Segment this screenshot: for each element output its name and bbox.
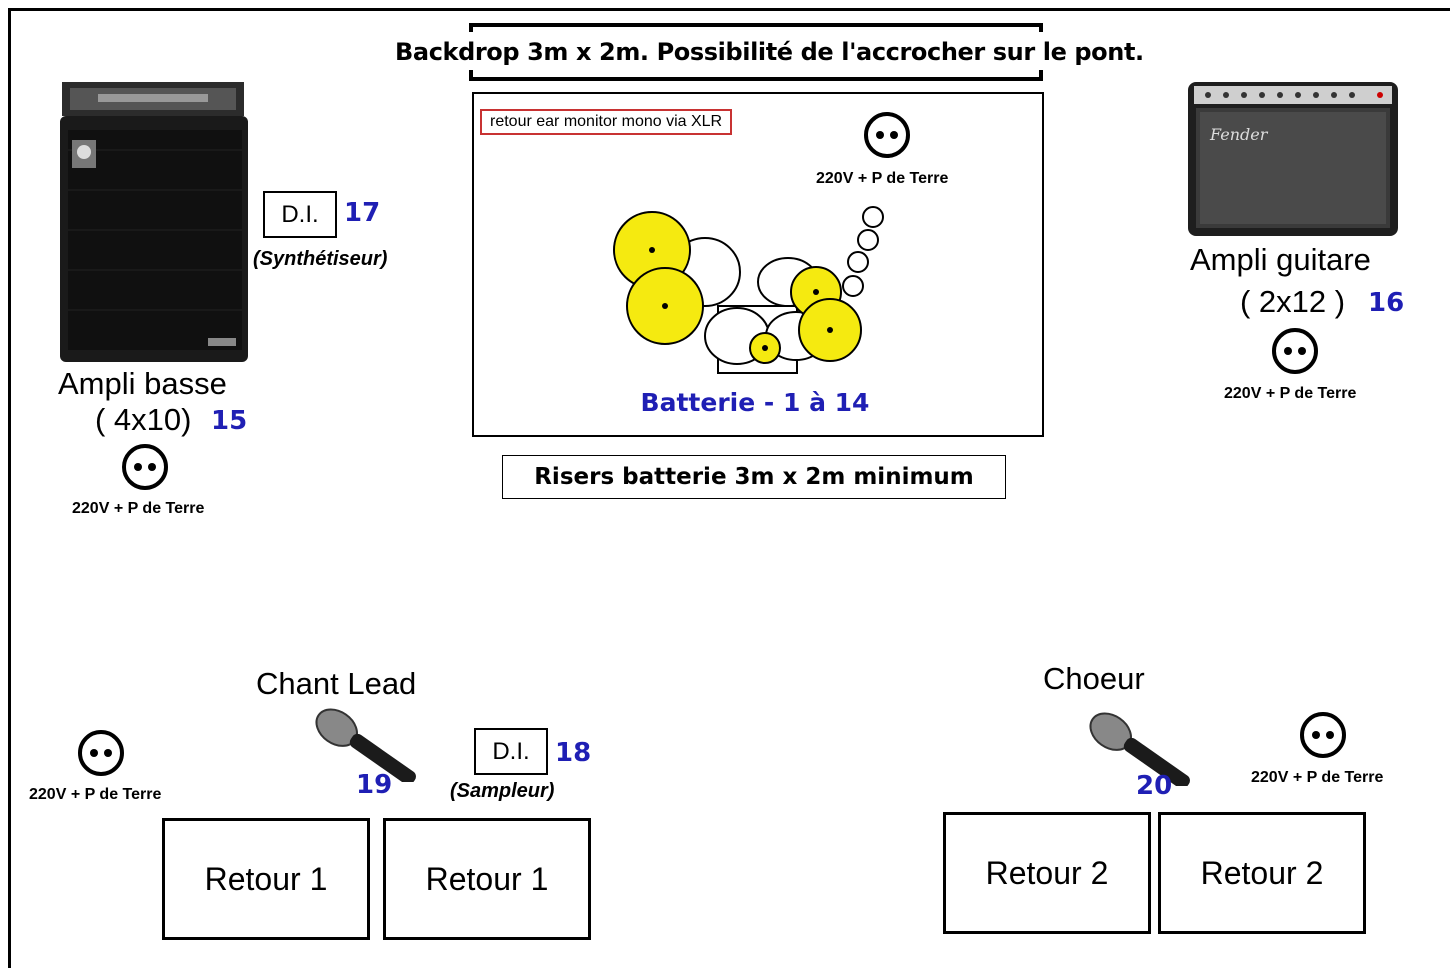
di-label: D.I. xyxy=(492,737,530,765)
guitar-amp-icon: Fender xyxy=(1188,82,1398,236)
retour-2-b: Retour 2 xyxy=(1158,812,1366,934)
di-box-sampler: D.I. xyxy=(474,728,548,775)
di-synth-channel: 17 xyxy=(344,198,381,228)
lead-title: Chant Lead xyxy=(256,666,417,701)
retour-label: Retour 1 xyxy=(204,860,328,897)
backdrop-text: Backdrop 3m x 2m. Possibilité de l'accro… xyxy=(395,38,1144,66)
lead-mic-channel: 19 xyxy=(356,770,393,800)
bass-channel: 15 xyxy=(211,406,248,436)
di-box-synth: D.I. xyxy=(263,191,337,238)
risers-box: Risers batterie 3m x 2m minimum xyxy=(502,455,1006,499)
retour-1-b: Retour 1 xyxy=(383,818,591,940)
backdrop-bracket xyxy=(469,23,1043,81)
outlet-icon xyxy=(1272,328,1318,374)
retour-1-a: Retour 1 xyxy=(162,818,370,940)
guitar-title: Ampli guitare xyxy=(1190,242,1371,277)
outlet-icon xyxy=(1300,712,1346,758)
drum-area xyxy=(472,92,1044,437)
retour-label: Retour 1 xyxy=(425,860,549,897)
bass-amp-icon xyxy=(60,82,248,362)
outlet-icon xyxy=(864,112,910,158)
outlet-icon xyxy=(122,444,168,490)
drum-kit-icon xyxy=(613,206,884,374)
svg-text:Fender: Fender xyxy=(1209,125,1269,144)
microphone-icon xyxy=(315,708,416,782)
stage-outline xyxy=(8,8,1450,968)
guitar-spec: ( 2x12 ) xyxy=(1240,284,1346,319)
ear-monitor-note: retour ear monitor mono via XLR xyxy=(480,109,733,135)
guitar-channel: 16 xyxy=(1368,288,1405,318)
di-label: D.I. xyxy=(281,200,319,228)
retour-label: Retour 2 xyxy=(985,854,1109,891)
retour-label: Retour 2 xyxy=(1200,854,1324,891)
microphone-icon xyxy=(1089,712,1190,786)
bass-outlet-label: 220V + P de Terre xyxy=(72,500,205,517)
drum-label: Batterie - 1 à 14 xyxy=(640,388,870,417)
lead-outlet-label: 220V + P de Terre xyxy=(29,786,162,803)
retour-2-a: Retour 2 xyxy=(943,812,1151,934)
guitar-outlet-label: 220V + P de Terre xyxy=(1224,385,1357,402)
bass-spec: ( 4x10) xyxy=(95,402,192,437)
bass-title: Ampli basse xyxy=(58,366,227,401)
di-sampler-note: (Sampleur) xyxy=(450,780,555,802)
outlet-icon xyxy=(78,730,124,776)
risers-text: Risers batterie 3m x 2m minimum xyxy=(534,464,974,490)
di-synth-note: (Synthétiseur) xyxy=(253,248,388,270)
choir-outlet-label: 220V + P de Terre xyxy=(1251,769,1384,786)
choir-mic-channel: 20 xyxy=(1136,771,1173,801)
di-sampler-channel: 18 xyxy=(555,738,592,768)
drum-outlet-label: 220V + P de Terre xyxy=(816,170,949,187)
choir-title: Choeur xyxy=(1043,661,1145,696)
